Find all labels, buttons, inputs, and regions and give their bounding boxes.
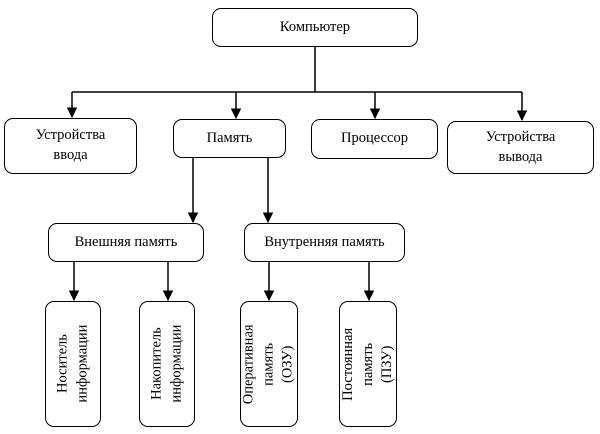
- node-input-devices-label: Устройства ввода: [35, 127, 106, 163]
- node-storage-drive: Накопитель информации: [139, 301, 195, 427]
- node-internal-memory: Внутренняя память: [244, 223, 405, 262]
- node-external-memory-label: Внешняя память: [74, 233, 178, 250]
- node-ram-label: Оперативная память (ОЗУ): [240, 324, 296, 404]
- node-external-memory: Внешняя память: [48, 223, 204, 262]
- node-storage-drive-label: Накопитель информации: [148, 325, 184, 403]
- node-ram: Оперативная память (ОЗУ): [240, 301, 298, 427]
- node-processor: Процессор: [311, 119, 438, 159]
- node-output-devices-label: Устройства вывода: [485, 128, 556, 165]
- node-computer-label: Компьютер: [279, 18, 351, 35]
- node-storage-medium-label: Носитель информации: [54, 325, 90, 403]
- node-output-devices: Устройства вывода: [447, 121, 594, 174]
- node-memory-label: Память: [206, 129, 253, 146]
- node-computer: Компьютер: [212, 8, 418, 47]
- node-storage-medium: Носитель информации: [45, 301, 101, 427]
- node-memory: Память: [173, 119, 286, 158]
- node-rom-label: Постоянная память (ПЗУ): [339, 327, 395, 401]
- node-input-devices: Устройства ввода: [4, 118, 137, 174]
- node-processor-label: Процессор: [341, 130, 408, 147]
- node-internal-memory-label: Внутренняя память: [264, 233, 385, 250]
- node-rom: Постоянная память (ПЗУ): [339, 301, 397, 427]
